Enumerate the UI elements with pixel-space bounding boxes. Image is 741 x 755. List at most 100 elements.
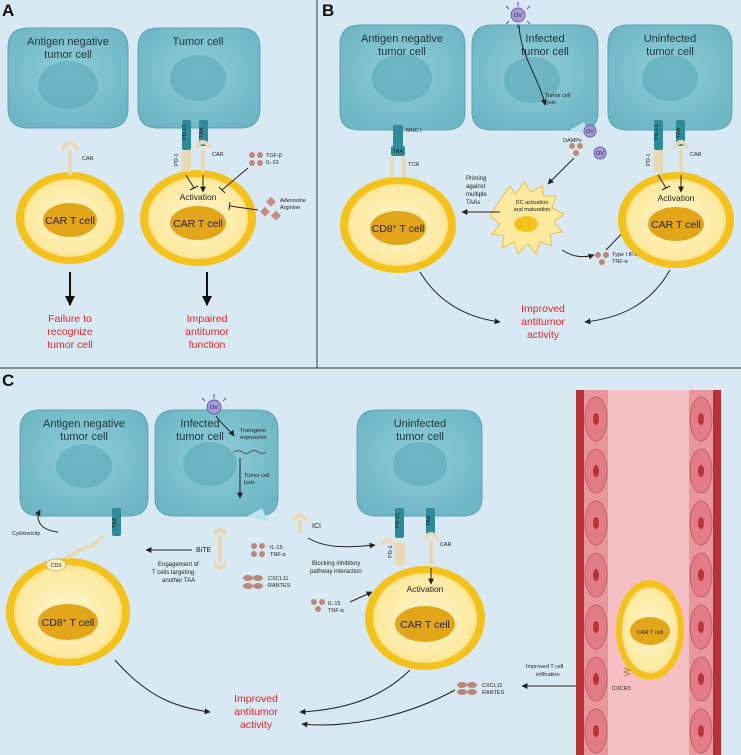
- metabolite-diamonds: [260, 196, 281, 221]
- car-t-cell-nucleus: [648, 207, 704, 241]
- pd1-label: PD-1: [388, 545, 394, 558]
- taa-label: TAA: [112, 517, 118, 528]
- endothelial-nucleus: [698, 569, 704, 581]
- cell-title: tumor cell: [44, 49, 92, 61]
- car-t-cell-label: CAR T cell: [173, 218, 223, 230]
- blocking-label: Blocking inhibitory: [312, 561, 360, 567]
- cell-title: Infected: [180, 418, 219, 430]
- cxcl-label: RANTES: [482, 690, 505, 696]
- lysis-label: Tumor cell: [545, 93, 570, 99]
- outcome-text: recognize: [47, 326, 93, 338]
- pd1-receptor: [395, 542, 405, 566]
- car-label: CAR: [212, 152, 224, 158]
- infiltration-label: infiltration: [536, 672, 560, 678]
- endothelial-nucleus: [593, 413, 599, 425]
- car-label: CAR: [82, 156, 94, 162]
- car-t-cell-label: CAR T cell: [400, 619, 450, 631]
- inhibition-line: [229, 205, 259, 211]
- il15-label: TNF-α: [328, 608, 345, 614]
- pd1-receptor: [653, 150, 663, 172]
- lysis-fragment: [248, 508, 268, 522]
- tgf-label: TGF-β: [266, 153, 282, 159]
- car-label: CAR: [690, 152, 702, 158]
- taa-label: TAA: [426, 515, 432, 526]
- bite-icon: [212, 528, 228, 570]
- inhibition-line: [221, 167, 249, 191]
- improved-arrow: [114, 659, 211, 715]
- oncolytic-virus-icon: [201, 394, 227, 415]
- cell-title: tumor cell: [378, 46, 426, 58]
- tgf-label: IL-10: [266, 160, 279, 166]
- outcome-text: Failure to: [48, 313, 92, 325]
- dc-label: and maturation: [514, 207, 551, 213]
- il15-label: IL-15: [270, 545, 283, 551]
- damps-label: DAMPs: [563, 138, 582, 144]
- mhc-receptor: [393, 125, 403, 147]
- cd3-receptor: [45, 558, 67, 572]
- outcome-text: Impaired: [187, 313, 228, 325]
- dendritic-cell-nucleus: [514, 216, 538, 232]
- cytokine-dots: [249, 152, 263, 166]
- il15-label: IL-15: [328, 601, 341, 607]
- endothelial-nucleus: [593, 621, 599, 633]
- adenosine-label: Arginine: [280, 205, 300, 211]
- endothelial-nucleus: [698, 413, 704, 425]
- car-t-cell-nucleus: [170, 206, 226, 240]
- ov-label: OV: [210, 405, 218, 411]
- cxcl-label: CXCL11: [482, 683, 502, 689]
- lysis-label: lysis: [244, 480, 255, 486]
- mhc-label: MHC I: [406, 128, 422, 134]
- ici-label: ICI: [312, 523, 321, 530]
- endothelial-nucleus: [593, 569, 599, 581]
- endothelial-nucleus: [698, 673, 704, 685]
- cytokine-dots: [595, 252, 609, 265]
- ov-label: OV: [514, 13, 522, 19]
- cell-title: Tumor cell: [173, 36, 224, 48]
- endothelial-nucleus: [593, 517, 599, 529]
- improved-arrow: [584, 269, 671, 325]
- cell-title: Antigen negative: [361, 33, 443, 45]
- pd1-receptor: [181, 150, 191, 172]
- outcome-text: tumor cell: [47, 339, 93, 351]
- outcome-text: activity: [240, 719, 273, 731]
- cytokine-dots: [251, 543, 265, 557]
- improved-arrow: [299, 669, 411, 715]
- taa-receptor: [676, 120, 685, 146]
- transgene-label: expression: [240, 435, 267, 441]
- car-t-cell-label: CAR T cell: [651, 219, 701, 231]
- cd8-t-cell-label: CD8+ T cell: [42, 617, 95, 629]
- pdl1-label: PD-L1: [395, 512, 401, 528]
- tumor-nucleus: [393, 442, 447, 486]
- cxcr3-receptor: [622, 667, 632, 677]
- engagement-label: T cells targeting: [152, 570, 194, 576]
- cell-title: Infected: [525, 33, 564, 45]
- outcome-text: Improved: [521, 303, 565, 315]
- cd8-t-cell-label: CD8+ T cell: [372, 223, 425, 235]
- cd3-label: CD3: [50, 563, 61, 569]
- transgene-label: Transgene: [240, 428, 266, 434]
- car-t-cell-nucleus: [43, 203, 97, 237]
- cytokine-dots: [311, 599, 325, 612]
- lysis-label: Tumor cell: [244, 473, 269, 479]
- car-receptor: [422, 532, 440, 565]
- tumor-nucleus: [183, 442, 237, 486]
- cell-title: Antigen negative: [43, 418, 125, 430]
- improved-arrow: [301, 689, 456, 728]
- ov-label: OV: [596, 151, 604, 157]
- tumor-nucleus: [56, 444, 112, 488]
- inhibition-line: [185, 174, 195, 189]
- outcome-text: antitumor: [185, 326, 229, 338]
- activation-label: Activation: [658, 193, 695, 203]
- inhibition-bar: [218, 186, 226, 194]
- taa-receptor: [112, 508, 121, 536]
- outcome-text: activity: [527, 329, 560, 341]
- car-receptor: [672, 140, 690, 172]
- dc-label: DC activation: [516, 200, 549, 206]
- cell-title: Antigen negative: [27, 36, 109, 48]
- pdl1-receptor: [395, 508, 404, 538]
- improved-arrow: [419, 271, 501, 325]
- endothelial-nucleus: [698, 517, 704, 529]
- endothelial-nucleus: [698, 621, 704, 633]
- cell-title: tumor cell: [60, 431, 108, 443]
- pdl1-receptor: [654, 120, 663, 150]
